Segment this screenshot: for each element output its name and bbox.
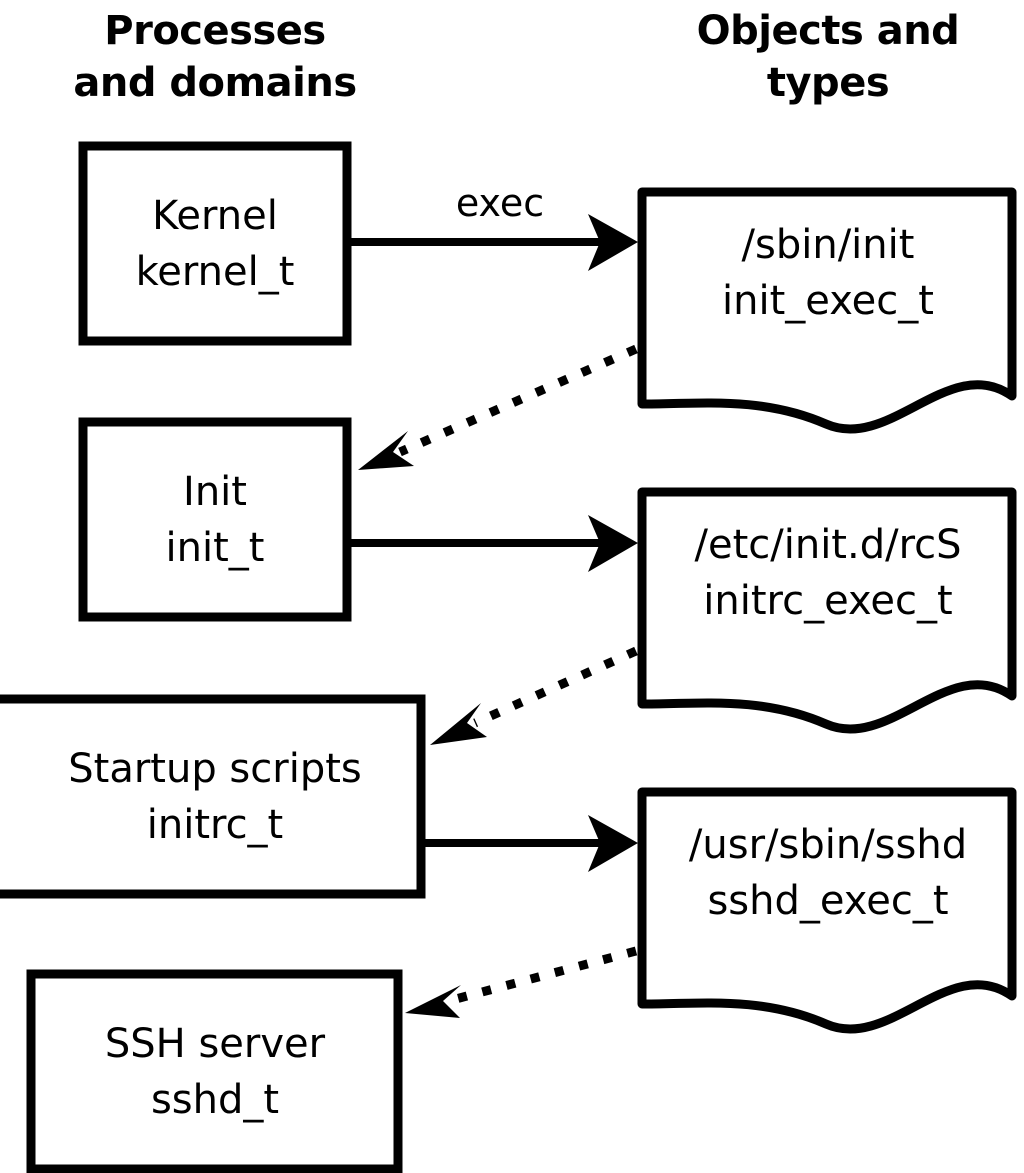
object-path-sshd-exec: /usr/sbin/sshd	[689, 822, 967, 868]
arrowhead-left	[358, 431, 414, 470]
document-shape[interactable]	[637, 787, 1017, 1034]
column-header-processes-line2: and domains	[73, 60, 356, 106]
process-box[interactable]	[0, 694, 426, 899]
process-box[interactable]	[78, 417, 352, 622]
object-type-init-exec: init_exec_t	[722, 278, 934, 324]
object-node-init-exec[interactable]: /sbin/init init_exec_t	[637, 187, 1017, 434]
edge-line	[398, 344, 638, 457]
edge-label-exec: exec	[456, 181, 544, 225]
column-header-objects-line2: types	[767, 60, 889, 106]
process-name-kernel: Kernel	[152, 193, 278, 239]
arrowhead-right	[588, 815, 638, 872]
process-name-init: Init	[183, 469, 247, 515]
object-type-sshd-exec: sshd_exec_t	[707, 878, 948, 924]
object-type-initrc-exec: initrc_exec_t	[703, 578, 952, 624]
edge-line	[450, 946, 638, 1005]
arrowhead-right	[588, 515, 638, 572]
column-header-objects: Objects and types	[697, 8, 960, 106]
process-node-init[interactable]: Init init_t	[78, 417, 352, 622]
arrowhead-right	[588, 214, 638, 271]
process-name-initrc: Startup scripts	[68, 746, 361, 792]
object-path-initrc-exec: /etc/init.d/rcS	[694, 522, 961, 568]
process-box[interactable]	[78, 141, 352, 346]
document-shape[interactable]	[637, 187, 1017, 434]
process-type-init: init_t	[166, 525, 265, 571]
object-node-initrc-exec[interactable]: /etc/init.d/rcS initrc_exec_t	[637, 487, 1017, 734]
edge-transition-sshd-exec-to-sshd	[405, 946, 638, 1018]
edge-exec-kernel-to-init-exec: exec	[351, 181, 638, 271]
process-node-kernel[interactable]: Kernel kernel_t	[78, 141, 352, 346]
arrowhead-left	[405, 985, 461, 1018]
arrowhead-left	[430, 703, 487, 745]
column-header-processes-line1: Processes	[104, 8, 325, 54]
object-node-sshd-exec[interactable]: /usr/sbin/sshd sshd_exec_t	[637, 787, 1017, 1034]
edge-transition-init-exec-to-init	[358, 344, 638, 470]
process-type-kernel: kernel_t	[136, 249, 295, 295]
column-header-objects-line1: Objects and	[697, 8, 960, 54]
edge-line	[473, 646, 638, 728]
edge-exec-init-to-initrc-exec	[351, 515, 638, 572]
process-name-sshd: SSH server	[105, 1021, 326, 1067]
edge-exec-initrc-to-sshd-exec	[425, 815, 638, 872]
process-node-initrc[interactable]: Startup scripts initrc_t	[0, 694, 426, 899]
edge-transition-initrc-exec-to-initrc	[430, 646, 638, 745]
object-path-init-exec: /sbin/init	[742, 222, 915, 268]
process-box[interactable]	[26, 969, 403, 1173]
process-type-sshd: sshd_t	[151, 1077, 279, 1123]
process-type-initrc: initrc_t	[147, 802, 284, 848]
document-shape[interactable]	[637, 487, 1017, 734]
process-node-sshd[interactable]: SSH server sshd_t	[26, 969, 403, 1173]
column-header-processes: Processes and domains	[73, 8, 357, 106]
